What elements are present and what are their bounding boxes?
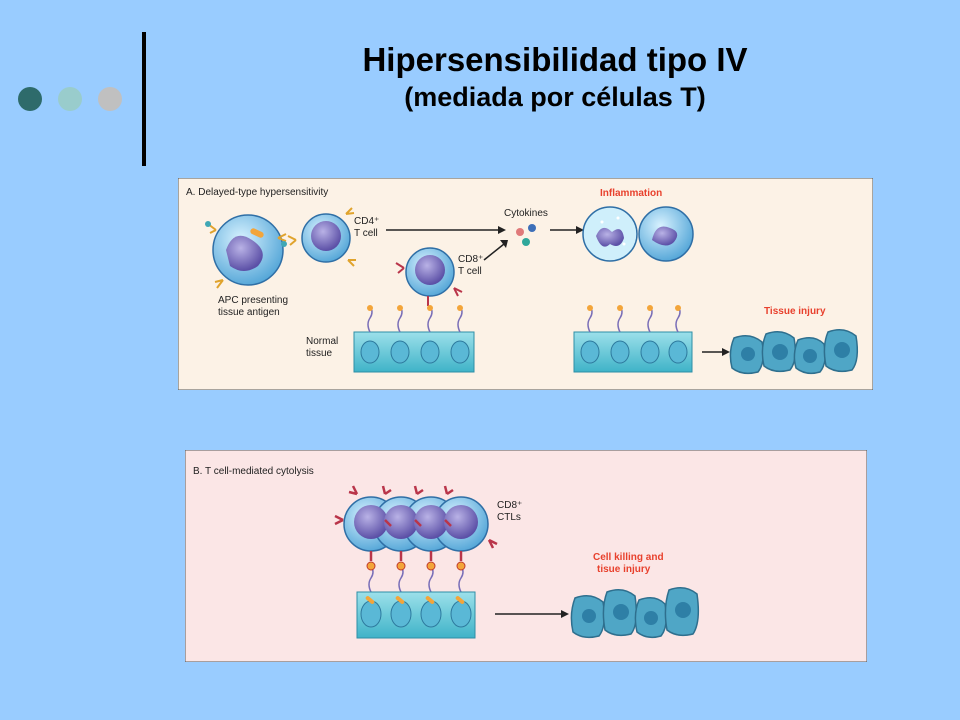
inflammatory-cell-1	[582, 206, 638, 262]
injured-tissue	[729, 329, 859, 375]
apc-cell	[205, 214, 287, 289]
cd8-label-line1: CD8⁺	[458, 254, 483, 265]
panel-t-cell-mediated-cytolysis: B. T cell-mediated cytolysis CD8⁺ CTLs C…	[185, 450, 867, 662]
cd8-ctl-cells	[334, 485, 498, 561]
apc-label-line2: tissue antigen	[218, 307, 280, 318]
title-divider	[142, 32, 146, 166]
cd4-label-line2: T cell	[354, 228, 378, 239]
panel-delayed-type-hypersensitivity: A. Delayed-type hypersensitivity APC pre…	[178, 178, 873, 390]
panel-b-frame	[185, 450, 867, 662]
target-tissue-epithelium	[356, 561, 476, 639]
cytokine-dot	[516, 228, 524, 236]
normal-tissue-label-line2: tissue	[306, 348, 333, 359]
slide-subtitle: (mediada por células T)	[404, 82, 706, 112]
cytokine-dot	[522, 238, 530, 246]
dot-gray	[98, 87, 122, 111]
dot-dark	[18, 87, 42, 111]
cd8-t-cell	[395, 247, 463, 306]
panel-b-heading: B. T cell-mediated cytolysis	[193, 466, 314, 477]
cell-killing-label-line2: tisue injury	[597, 564, 651, 575]
cytokines-label: Cytokines	[504, 208, 548, 219]
cd4-t-cell	[287, 207, 356, 267]
killed-tissue-cells	[570, 587, 700, 639]
ctl-label-line1: CD8⁺	[497, 500, 522, 511]
tissue-injury-label: Tissue injury	[764, 306, 826, 317]
slide-title: Hipersensibilidad tipo IV	[362, 41, 748, 78]
ctl-label-line2: CTLs	[497, 512, 521, 523]
normal-tissue-epithelium	[353, 305, 475, 373]
tissue-before-injury	[573, 305, 693, 373]
cd8-label-line2: T cell	[458, 266, 482, 277]
dot-teal	[58, 87, 82, 111]
inflammatory-cell-2	[638, 206, 694, 262]
cd4-label-line1: CD4⁺	[354, 216, 379, 227]
slide-title-block: Hipersensibilidad tipo IV (mediada por c…	[150, 40, 960, 114]
panel-a-heading: A. Delayed-type hypersensitivity	[186, 187, 328, 198]
inflammation-label: Inflammation	[600, 188, 662, 199]
normal-tissue-label-line1: Normal	[306, 336, 338, 347]
arrow-cd8-to-cytokines	[483, 243, 505, 261]
cytokine-dot	[528, 224, 536, 232]
apc-label-line1: APC presenting	[218, 295, 288, 306]
cell-killing-label-line1: Cell killing and	[593, 552, 664, 563]
